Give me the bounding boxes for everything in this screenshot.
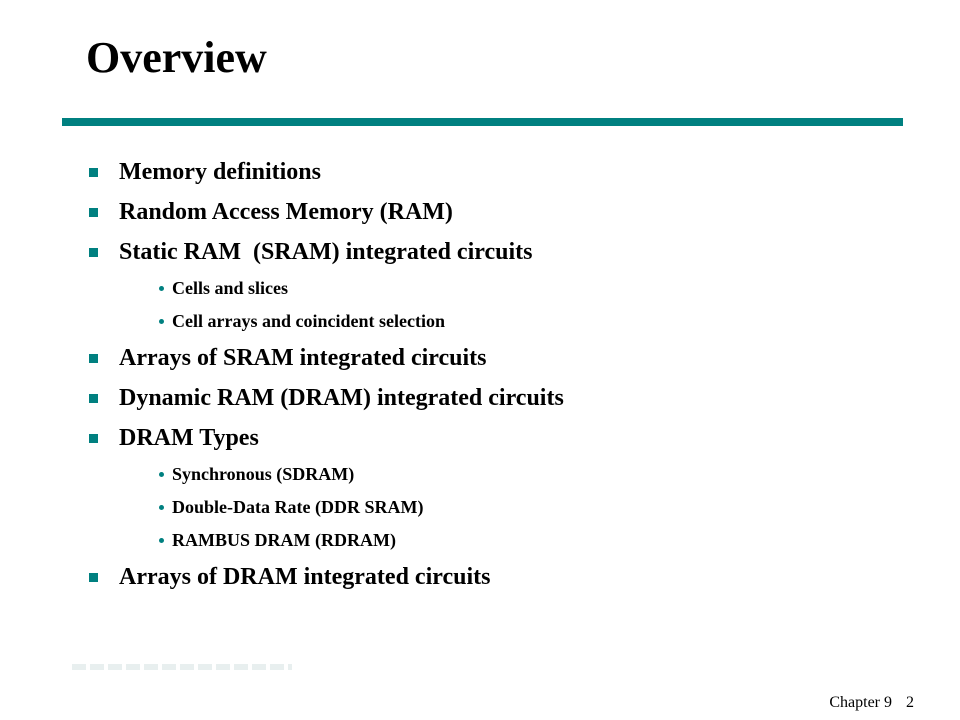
dot-bullet-icon: [159, 286, 164, 291]
sub-bullet-text: RAMBUS DRAM (RDRAM): [172, 530, 396, 550]
bullet-item: Static RAM (SRAM) integrated circuits: [86, 232, 846, 272]
bullet-text: Arrays of SRAM integrated circuits: [119, 344, 487, 371]
sub-bullet-item: Cell arrays and coincident selection: [86, 305, 846, 338]
dot-bullet-icon: [159, 472, 164, 477]
sub-bullet-text: Synchronous (SDRAM): [172, 464, 355, 484]
bullet-item: Memory definitions: [86, 152, 846, 192]
title-divider: [62, 118, 903, 126]
square-bullet-icon: [89, 207, 98, 217]
faint-watermark-bar: [72, 664, 292, 670]
sub-bullet-text: Cell arrays and coincident selection: [172, 311, 445, 331]
sub-bullet-item: Double-Data Rate (DDR SRAM): [86, 491, 846, 524]
sub-bullet-text: Double-Data Rate (DDR SRAM): [172, 497, 424, 517]
bullet-item: Random Access Memory (RAM): [86, 192, 846, 232]
sub-bullet-text: Cells and slices: [172, 278, 289, 298]
bullet-text: Random Access Memory (RAM): [119, 198, 453, 225]
sub-bullet-item: Synchronous (SDRAM): [86, 458, 846, 491]
square-bullet-icon: [89, 433, 98, 443]
bullet-text: Dynamic RAM (DRAM) integrated circuits: [119, 384, 564, 411]
bullet-item: Arrays of SRAM integrated circuits: [86, 338, 846, 378]
dot-bullet-icon: [159, 319, 164, 324]
square-bullet-icon: [89, 247, 98, 257]
square-bullet-icon: [89, 353, 98, 363]
dot-bullet-icon: [159, 538, 164, 543]
bullet-item: Arrays of DRAM integrated circuits: [86, 557, 846, 597]
bullet-text: Arrays of DRAM integrated circuits: [119, 563, 491, 590]
bullet-item: Dynamic RAM (DRAM) integrated circuits: [86, 378, 846, 418]
slide-title: Overview: [86, 33, 267, 82]
bullet-item: DRAM Types: [86, 418, 846, 458]
bullet-text: Memory definitions: [119, 158, 321, 185]
bullet-text: Static RAM (SRAM) integrated circuits: [119, 238, 533, 265]
dot-bullet-icon: [159, 505, 164, 510]
sub-bullet-item: Cells and slices: [86, 272, 846, 305]
slide-footer: Chapter 9 2: [829, 693, 914, 713]
page-number: 2: [906, 694, 914, 711]
bullet-text: DRAM Types: [119, 424, 259, 451]
square-bullet-icon: [89, 572, 98, 582]
sub-bullet-item: RAMBUS DRAM (RDRAM): [86, 524, 846, 557]
chapter-label: Chapter 9: [829, 694, 892, 711]
square-bullet-icon: [89, 393, 98, 403]
square-bullet-icon: [89, 167, 98, 177]
bullet-list: Memory definitions Random Access Memory …: [86, 152, 846, 597]
